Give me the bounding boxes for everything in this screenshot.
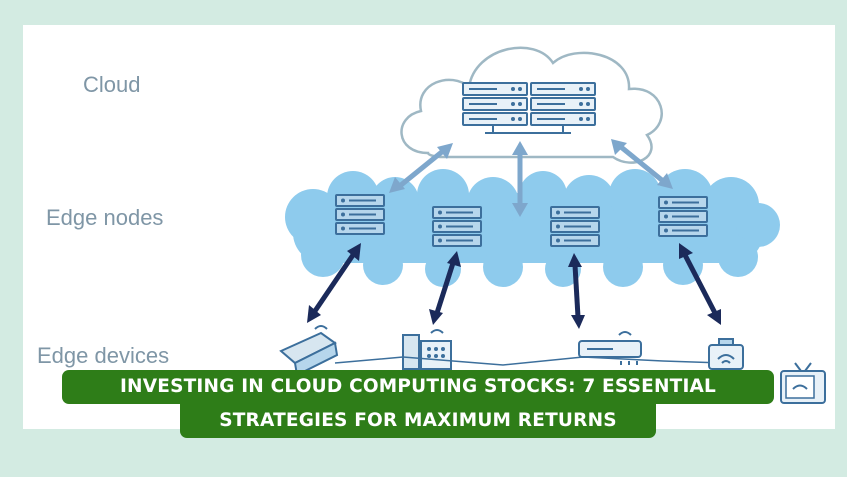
- server-rack-icon: [462, 82, 596, 134]
- wifi-icon: [717, 354, 735, 364]
- edge-server-icon: [658, 196, 708, 237]
- phone-icon: [402, 329, 452, 370]
- diagram-panel: Cloud Edge nodes Edge devices: [23, 25, 835, 429]
- edge-server-icon: [432, 206, 482, 247]
- printer-icon: [279, 325, 339, 377]
- device-link-line: [334, 356, 724, 366]
- edge-devices-tier-label: Edge devices: [37, 343, 170, 368]
- cloud-edge-arrows: [389, 139, 673, 217]
- cloud-tier-label: Cloud: [83, 72, 141, 97]
- edge-cloud-shape: [285, 169, 780, 287]
- edge-device-arrows: [307, 243, 721, 329]
- camera-icon: [708, 338, 744, 370]
- edge-server-icon: [335, 194, 385, 235]
- edge-nodes-tier-label: Edge nodes: [46, 205, 164, 230]
- router-icon: [578, 331, 642, 365]
- edge-computing-diagram: [279, 46, 826, 404]
- tv-icon: [780, 362, 826, 404]
- edge-server-icon: [550, 206, 600, 247]
